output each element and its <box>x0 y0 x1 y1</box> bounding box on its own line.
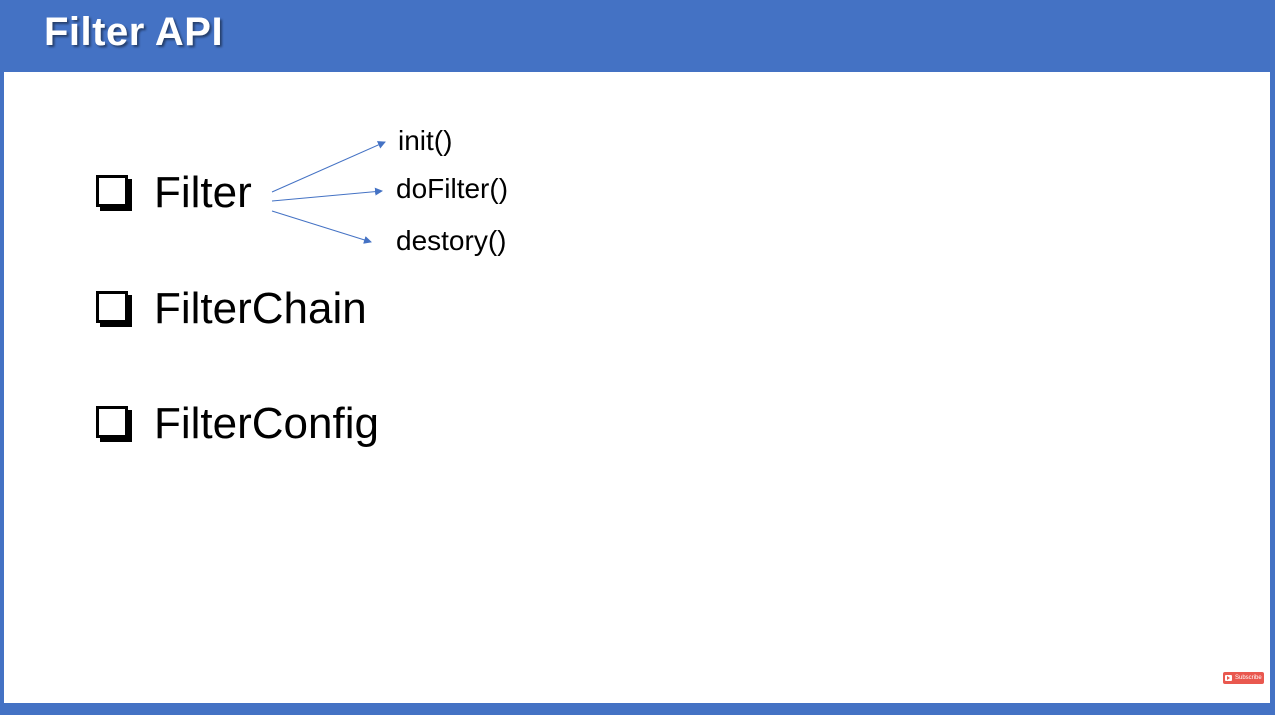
bullet-filterconfig: FilterConfig <box>96 399 379 449</box>
method-destory: destory() <box>396 225 507 256</box>
slide-title: Filter API <box>44 10 224 54</box>
bullet-label: FilterConfig <box>154 399 379 448</box>
subscribe-button[interactable]: Subscribe <box>1223 672 1264 684</box>
method-dofilter: doFilter() <box>396 173 509 204</box>
checkbox-icon <box>96 406 132 442</box>
checkbox-icon <box>96 175 132 211</box>
bullet-filterchain: FilterChain <box>96 284 367 334</box>
bullet-label: Filter <box>154 168 252 217</box>
title-bar: Filter API <box>0 0 1275 70</box>
subscribe-label: Subscribe <box>1235 675 1262 681</box>
bullet-label: FilterChain <box>154 284 367 333</box>
slide-content <box>4 72 1270 703</box>
checkbox-icon <box>96 291 132 327</box>
bullet-filter: Filter <box>96 168 252 218</box>
method-init: init() <box>398 125 453 156</box>
youtube-play-icon <box>1225 675 1232 681</box>
